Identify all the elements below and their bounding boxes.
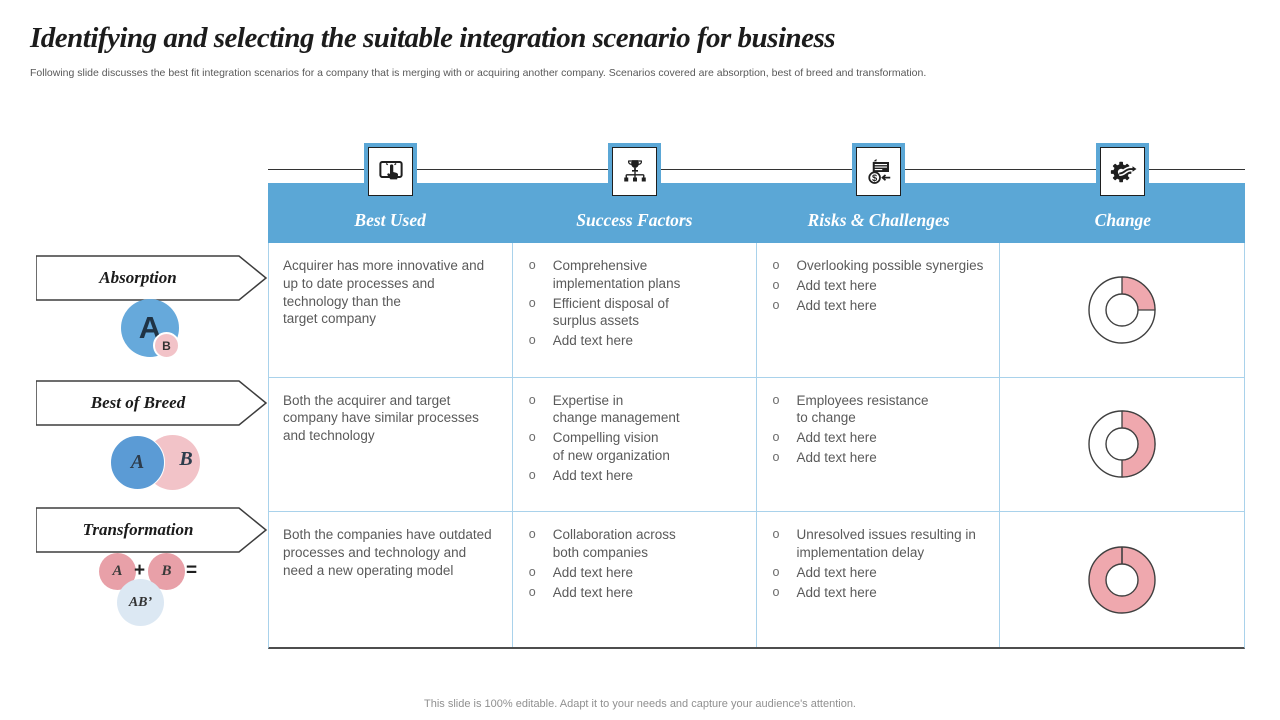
scenario-label-text: Absorption [99,268,177,287]
risks-challenges-cell: Employees resistance to changeAdd text h… [756,377,1001,513]
success-factors-list: Expertise in change managementCompelling… [527,392,744,485]
best-used-cell: Acquirer has more innovative and up to d… [269,243,513,378]
change-donut-cell [1000,512,1244,647]
tap-icon [368,147,413,196]
trophy-hierarchy-icon [612,147,657,196]
change-donut-chart [1088,545,1156,614]
bullet-item: Add text here [771,564,988,582]
risks-challenges-cell: Overlooking possible synergiesAdd text h… [756,243,1001,378]
icon-box-change [1096,143,1149,200]
success-factors-list: Comprehensive implementation plansEffici… [527,257,744,350]
venn-letter: AB’ [128,594,153,610]
risks-challenges-cell: Unresolved issues resulting in implement… [757,512,1001,647]
bullet-item: Add text here [527,584,744,602]
venn-letter: B [179,448,193,470]
change-donut-cell [1000,378,1244,513]
icon-box-best-used [364,143,417,200]
table-body: Acquirer has more innovative and up to d… [268,243,1245,649]
page-subtitle: Following slide discusses the best fit i… [30,67,927,79]
bullet-item: Efficient disposal of surplus assets [527,295,744,331]
best-used-cell: Both the companies have outdated process… [269,512,513,647]
bullet-item: Compelling vision of new organization [527,429,744,465]
column-header-success-factors: Success Factors [576,210,693,230]
scenario-label-text: Transformation [82,520,194,539]
bullet-item: Expertise in change management [527,392,744,428]
document-cash-icon: $ [856,147,901,196]
icon-box-risks-challenges: $ [852,143,905,200]
column-header-best-used: Best Used [354,210,426,230]
best-used-text: Both the acquirer and target company hav… [283,392,479,444]
scenario-label-transformation: Transformation [36,507,268,553]
risks-challenges-list: Unresolved issues resulting in implement… [771,526,988,601]
scenario-label-text: Best of Breed [90,393,186,412]
scenario-label-absorption: Absorption [36,255,268,301]
venn-transformation-result-circle: AB’ [117,579,164,626]
bullet-item: Add text here [527,467,744,485]
venn-letter: B [162,338,171,353]
bullet-item: Unresolved issues resulting in implement… [771,526,988,562]
success-factors-cell: Collaboration across both companiesAdd t… [513,512,757,647]
scenario-label-best-of-breed: Best of Breed [36,380,268,426]
venn-breed-circle-a: A [110,435,165,490]
best-used-text: Both the companies have outdated process… [283,527,492,578]
plus-sign: + [134,560,146,581]
bullet-item: Employees resistance to change [771,392,988,428]
change-donut-cell [1000,243,1244,378]
equals-sign: = [186,560,198,581]
column-header-risks-challenges: Risks & Challenges [807,210,950,230]
column-header-change: Change [1094,210,1152,230]
gear-arrow-icon [1100,147,1145,196]
venn-letter: A [130,451,145,473]
page-title: Identifying and selecting the suitable i… [30,22,836,54]
venn-letter: B [161,563,172,579]
venn-letter: A [112,563,123,579]
bullet-item: Collaboration across both companies [527,526,744,562]
best-used-cell: Both the acquirer and target company hav… [269,377,513,513]
bullet-item: Overlooking possible synergies [771,257,988,275]
change-donut-chart [1088,410,1156,479]
bullet-item: Comprehensive implementation plans [527,257,744,293]
best-used-text: Acquirer has more innovative and up to d… [283,258,485,327]
success-factors-cell: Comprehensive implementation plansEffici… [512,243,757,378]
success-factors-list: Collaboration across both companiesAdd t… [527,526,744,601]
bullet-item: Add text here [771,449,988,467]
bullet-item: Add text here [771,297,988,315]
bullet-item: Add text here [527,564,744,582]
venn-absorption-circle-b: B [153,332,180,359]
success-factors-cell: Expertise in change managementCompelling… [512,377,757,513]
bullet-item: Add text here [771,429,988,447]
bullet-item: Add text here [527,332,744,350]
table-header-band: Best Used Success Factors Risks & Challe… [268,183,1245,243]
icon-box-success-factors [608,143,661,200]
venn-absorption-circle-a: A [121,299,179,357]
svg-text:$: $ [872,173,878,183]
risks-challenges-list: Employees resistance to changeAdd text h… [771,392,988,467]
bullet-item: Add text here [771,277,988,295]
change-donut-chart [1088,276,1156,344]
bullet-item: Add text here [771,584,988,602]
footer-note: This slide is 100% editable. Adapt it to… [424,698,856,710]
header-rule [268,169,1245,170]
risks-challenges-list: Overlooking possible synergiesAdd text h… [771,257,988,314]
